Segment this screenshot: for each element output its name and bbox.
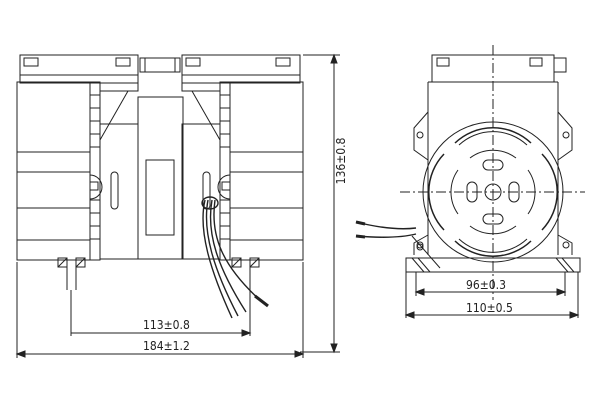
front-view xyxy=(15,53,340,358)
side-overall-width-dimension: 110±0.5 xyxy=(466,301,513,315)
front-mount-spacing-dimension: 113±0.8 xyxy=(143,318,190,332)
front-overall-length-dimension: 184±1.2 xyxy=(143,339,190,353)
front-height-dimension: 136±0.8 xyxy=(334,137,348,185)
side-view xyxy=(355,45,585,319)
side-mount-spacing-dimension: 96±0.3 xyxy=(466,278,506,292)
